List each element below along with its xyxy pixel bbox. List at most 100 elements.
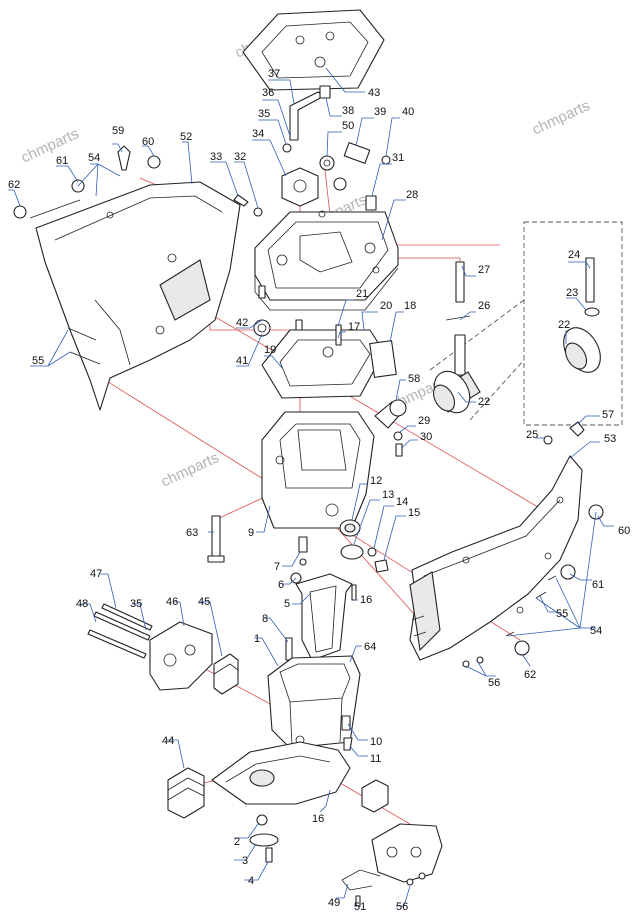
callout-59: 59 bbox=[112, 125, 124, 137]
callout-26: 26 bbox=[478, 300, 490, 312]
callout-27: 27 bbox=[478, 264, 490, 276]
callout-49: 49 bbox=[328, 897, 340, 909]
mid-gasket-19 bbox=[253, 285, 397, 399]
callout-6: 6 bbox=[278, 579, 284, 591]
lower-case-9 bbox=[261, 411, 375, 529]
callout-22: 22 bbox=[558, 319, 570, 331]
callout-12: 12 bbox=[370, 475, 382, 487]
leader-lines bbox=[8, 67, 614, 907]
callout-25: 25 bbox=[526, 429, 538, 441]
upper-case-28 bbox=[254, 210, 399, 311]
callout-16: 16 bbox=[360, 594, 372, 606]
callout-54: 54 bbox=[590, 625, 602, 637]
callout-34: 34 bbox=[252, 128, 264, 140]
callout-60: 60 bbox=[618, 525, 630, 537]
callout-37: 37 bbox=[268, 68, 280, 80]
callout-19: 19 bbox=[264, 344, 276, 356]
callout-61: 61 bbox=[592, 579, 604, 591]
callout-62: 62 bbox=[524, 669, 536, 681]
plate-fasteners-2-4 bbox=[249, 814, 279, 863]
callout-48: 48 bbox=[76, 598, 88, 610]
callout-13: 13 bbox=[382, 489, 394, 501]
callout-16: 16 bbox=[312, 813, 324, 825]
side-cover-53 bbox=[409, 455, 583, 661]
lower-bracket-49 bbox=[341, 823, 443, 907]
callout-labels: 43 37 36 38 35 50 39 40 34 31 59 60 52 3… bbox=[8, 68, 630, 913]
callout-61: 61 bbox=[56, 155, 68, 167]
callout-55: 55 bbox=[556, 608, 568, 620]
callout-55: 55 bbox=[32, 355, 44, 367]
callout-28: 28 bbox=[406, 189, 418, 201]
callout-21: 21 bbox=[356, 288, 368, 300]
callout-45: 45 bbox=[198, 596, 210, 608]
callout-39: 39 bbox=[374, 106, 386, 118]
callout-58: 58 bbox=[408, 373, 420, 385]
callout-35: 35 bbox=[258, 108, 270, 120]
callout-56: 56 bbox=[488, 677, 500, 689]
callout-46: 46 bbox=[166, 596, 178, 608]
side-cover-52 bbox=[35, 181, 241, 411]
watermark-text: chmparts bbox=[19, 125, 82, 166]
callout-18: 18 bbox=[404, 300, 416, 312]
callout-20: 20 bbox=[380, 300, 392, 312]
bolts-6-7 bbox=[290, 536, 308, 584]
shift-lever-37 bbox=[281, 85, 391, 211]
inset-filter-assembly bbox=[563, 257, 601, 373]
exhaust-tube-5 bbox=[285, 573, 353, 661]
callout-63: 63 bbox=[186, 527, 198, 539]
callout-50: 50 bbox=[342, 120, 354, 132]
callout-42: 42 bbox=[236, 317, 248, 329]
callout-47: 47 bbox=[90, 568, 102, 580]
callout-10: 10 bbox=[370, 736, 382, 748]
right-fasteners bbox=[411, 421, 604, 668]
callout-14: 14 bbox=[396, 496, 408, 508]
drive-shaft-housing-1 bbox=[267, 655, 361, 751]
anti-cavitation-plate bbox=[211, 741, 351, 805]
callout-24: 24 bbox=[568, 249, 580, 261]
callout-11: 11 bbox=[370, 753, 381, 765]
callout-17: 17 bbox=[348, 321, 360, 333]
callout-30: 30 bbox=[420, 431, 432, 443]
callout-31: 31 bbox=[392, 152, 404, 164]
callout-60: 60 bbox=[142, 136, 154, 148]
watermark-text: chmparts bbox=[530, 97, 593, 138]
callout-36: 36 bbox=[262, 87, 274, 99]
callout-15: 15 bbox=[408, 507, 420, 519]
callout-38: 38 bbox=[342, 105, 354, 117]
callout-33: 33 bbox=[210, 151, 222, 163]
callout-22: 22 bbox=[478, 396, 490, 408]
callout-41: 41 bbox=[236, 355, 248, 367]
oil-filter-22 bbox=[432, 261, 481, 414]
callout-52: 52 bbox=[180, 131, 192, 143]
bolt-63 bbox=[207, 515, 225, 563]
callout-44: 44 bbox=[162, 735, 174, 747]
callout-2: 2 bbox=[234, 836, 240, 848]
seals-12-16 bbox=[339, 519, 389, 601]
callout-7: 7 bbox=[274, 561, 280, 573]
callout-62: 62 bbox=[8, 179, 20, 191]
callout-3: 3 bbox=[242, 855, 248, 867]
callout-56: 56 bbox=[396, 901, 408, 913]
callout-35: 35 bbox=[130, 598, 142, 610]
callout-57: 57 bbox=[602, 409, 614, 421]
callout-23: 23 bbox=[566, 287, 578, 299]
rubber-mounts bbox=[167, 653, 389, 819]
callout-32: 32 bbox=[234, 151, 246, 163]
callout-51: 51 bbox=[354, 901, 366, 913]
callout-5: 5 bbox=[284, 598, 290, 610]
callout-29: 29 bbox=[418, 415, 430, 427]
callout-64: 64 bbox=[364, 641, 376, 653]
callout-54: 54 bbox=[88, 152, 100, 164]
callout-40: 40 bbox=[402, 106, 414, 118]
callout-4: 4 bbox=[248, 875, 254, 887]
callout-43: 43 bbox=[368, 87, 380, 99]
pump-58 bbox=[374, 399, 407, 457]
detail-box bbox=[429, 221, 623, 426]
mount-bracket-46 bbox=[87, 603, 213, 691]
callout-1: 1 bbox=[254, 633, 260, 645]
gasket-43 bbox=[242, 9, 385, 91]
callout-53: 53 bbox=[604, 433, 616, 445]
watermark-text: chmparts bbox=[159, 449, 222, 490]
callout-9: 9 bbox=[248, 527, 254, 539]
